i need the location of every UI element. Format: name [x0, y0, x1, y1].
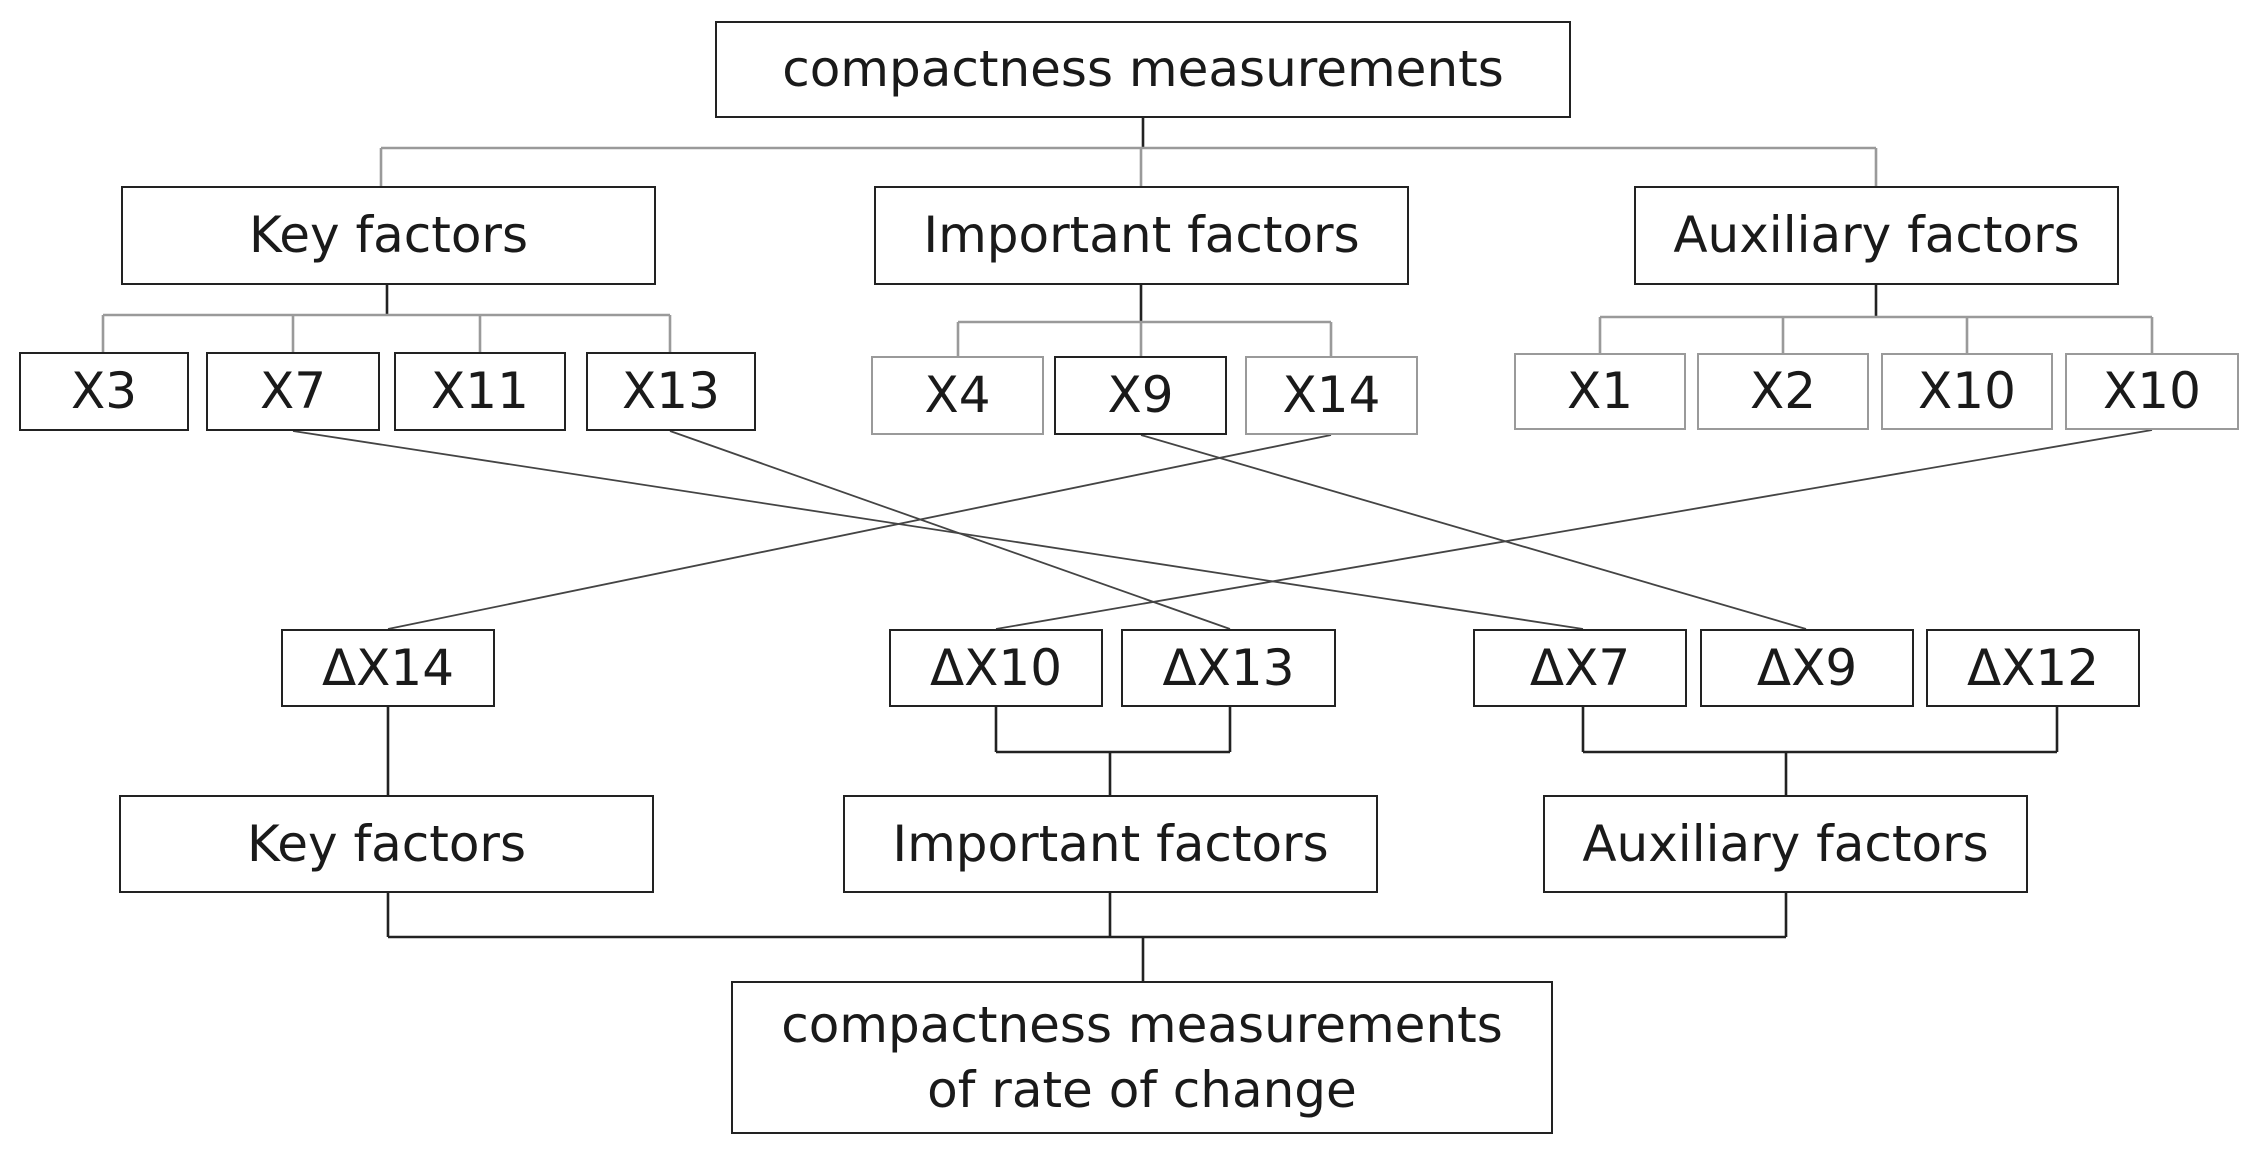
lower-connectors	[386, 707, 2059, 795]
lower-key-factors-box: Key factors	[119, 795, 654, 893]
cross-links	[292, 429, 2153, 630]
link-x14-dx14	[387, 434, 1332, 630]
bottom-title-box: compactness measurements of rate of chan…	[731, 981, 1553, 1134]
delta-item-label: ΔX12	[1966, 638, 2100, 697]
top-connector	[379, 118, 1878, 186]
x-item-box: X9	[1054, 356, 1227, 435]
link-x13-dx13	[669, 430, 1231, 630]
x-item-label: X2	[1749, 362, 1817, 421]
x-item-box: X1	[1514, 353, 1686, 430]
delta-item-box: ΔX12	[1926, 629, 2140, 707]
x-item-label: X10	[2103, 362, 2201, 421]
bottom-title-line2: of rate of change	[927, 1060, 1357, 1119]
x-item-label: X14	[1282, 366, 1381, 425]
x-item-box: X2	[1697, 353, 1869, 430]
x-item-label: X9	[1107, 366, 1174, 425]
delta-item-label: ΔX14	[321, 638, 455, 697]
link-x9-dx9	[1140, 434, 1807, 630]
upper-auxiliary-factors-box: Auxiliary factors	[1634, 186, 2119, 285]
lower-important-factors-label: Important factors	[892, 814, 1329, 873]
top-title-box: compactness measurements	[715, 21, 1571, 118]
upper-important-factors-label: Important factors	[923, 206, 1360, 265]
lower-auxiliary-factors-box: Auxiliary factors	[1543, 795, 2028, 893]
important-factors-connector	[956, 285, 1333, 356]
x-item-label: X3	[70, 362, 138, 421]
delta-item-box: ΔX7	[1473, 629, 1687, 707]
x-item-box: X10	[1881, 353, 2053, 430]
upper-important-factors-box: Important factors	[874, 186, 1409, 285]
x-item-box: X14	[1245, 356, 1418, 435]
upper-key-factors-box: Key factors	[121, 186, 656, 285]
delta-item-box: ΔX14	[281, 629, 495, 707]
x-item-label: X4	[924, 366, 991, 425]
x-item-box: X3	[19, 352, 189, 431]
delta-item-box: ΔX13	[1121, 629, 1336, 707]
delta-item-label: ΔX10	[929, 638, 1063, 697]
bottom-connector	[386, 893, 1788, 981]
x-item-box: X7	[206, 352, 380, 431]
bottom-title-line1: compactness measurements	[781, 995, 1503, 1054]
top-title-text: compactness measurements	[782, 40, 1504, 99]
x-item-label: X7	[259, 362, 327, 421]
delta-item-label: ΔX9	[1756, 638, 1858, 697]
x-item-box: X11	[394, 352, 566, 431]
x-item-box: X4	[871, 356, 1044, 435]
lower-important-factors-box: Important factors	[843, 795, 1378, 893]
x-item-box: X10	[2065, 353, 2239, 430]
upper-key-factors-label: Key factors	[248, 206, 529, 265]
delta-item-label: ΔX13	[1162, 638, 1295, 697]
key-factors-connector	[101, 285, 672, 352]
delta-item-box: ΔX10	[889, 629, 1103, 707]
link-x10-dx10	[995, 429, 2153, 630]
lower-auxiliary-factors-label: Auxiliary factors	[1582, 814, 1989, 873]
x-item-label: X11	[431, 362, 529, 421]
x-item-label: X13	[622, 362, 720, 421]
x-item-box: X13	[586, 352, 756, 431]
link-x7-dx7	[292, 430, 1584, 630]
lower-key-factors-label: Key factors	[246, 814, 527, 873]
upper-auxiliary-factors-label: Auxiliary factors	[1673, 206, 2080, 265]
x-item-label: X10	[1918, 362, 2016, 421]
auxiliary-factors-connector	[1598, 285, 2154, 353]
delta-item-box: ΔX9	[1700, 629, 1914, 707]
delta-item-label: ΔX7	[1529, 638, 1631, 697]
x-item-label: X1	[1566, 362, 1634, 421]
